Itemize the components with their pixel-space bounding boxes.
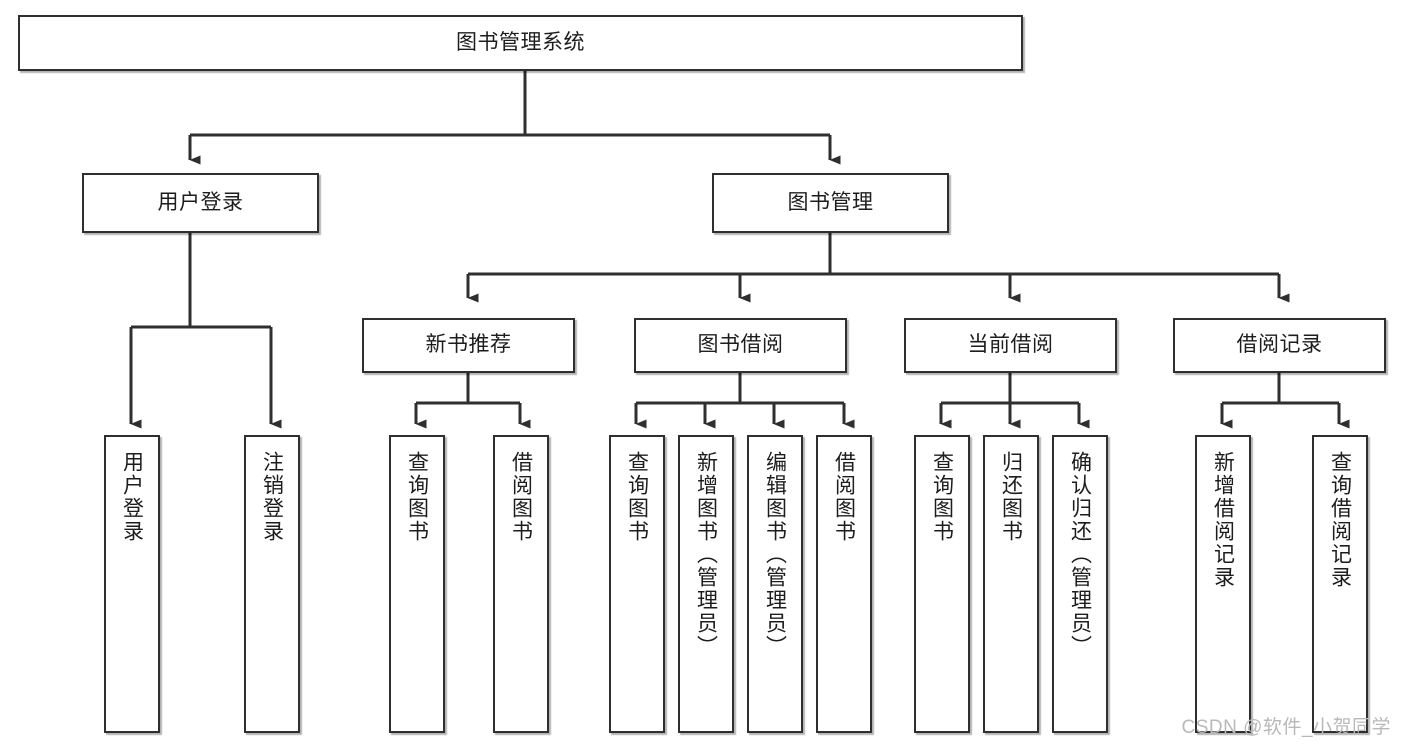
node-user-login-label: 用户登录 (157, 190, 244, 214)
node-leaf-user-login-label: 用户登录 (120, 451, 144, 543)
node-leaf-logout-label: 注销登录 (260, 451, 284, 543)
node-new-book-recommend-label: 新书推荐 (425, 333, 512, 357)
node-book-borrow[interactable]: 图书借阅 (634, 318, 847, 373)
node-leaf-borrow-book-2-label: 借阅图书 (832, 451, 856, 543)
node-new-book-recommend[interactable]: 新书推荐 (362, 318, 575, 373)
node-book-manage[interactable]: 图书管理 (712, 173, 949, 233)
node-leaf-query-book-2[interactable]: 查询图书 (609, 435, 665, 733)
node-root-label: 图书管理系统 (456, 30, 585, 54)
node-leaf-query-book-3-label: 查询图书 (930, 451, 954, 543)
node-leaf-user-login[interactable]: 用户登录 (104, 435, 160, 733)
node-leaf-confirm-return-label: 确认归还（管理员） (1068, 451, 1092, 658)
node-leaf-borrow-book-1-label: 借阅图书 (509, 451, 533, 543)
node-leaf-return-book[interactable]: 归还图书 (983, 435, 1039, 733)
node-leaf-logout[interactable]: 注销登录 (244, 435, 300, 733)
node-book-borrow-label: 图书借阅 (697, 333, 784, 357)
node-leaf-add-record-label: 新增借阅记录 (1211, 451, 1235, 589)
node-current-borrow[interactable]: 当前借阅 (904, 318, 1117, 373)
node-leaf-borrow-book-2[interactable]: 借阅图书 (816, 435, 872, 733)
node-user-login[interactable]: 用户登录 (82, 173, 319, 233)
node-leaf-edit-book[interactable]: 编辑图书（管理员） (747, 435, 803, 733)
node-leaf-add-record[interactable]: 新增借阅记录 (1195, 435, 1251, 733)
node-borrow-record[interactable]: 借阅记录 (1173, 318, 1386, 373)
node-leaf-add-book-label: 新增图书（管理员） (694, 451, 718, 658)
node-leaf-query-book-1-label: 查询图书 (405, 451, 429, 543)
node-book-manage-label: 图书管理 (787, 190, 874, 214)
csdn-watermark: CSDN @软件_小贺同学 (1181, 717, 1391, 738)
node-leaf-query-record-label: 查询借阅记录 (1328, 451, 1352, 589)
node-leaf-query-book-1[interactable]: 查询图书 (389, 435, 445, 733)
node-leaf-query-record[interactable]: 查询借阅记录 (1312, 435, 1368, 733)
node-leaf-return-book-label: 归还图书 (999, 451, 1023, 543)
node-leaf-query-book-3[interactable]: 查询图书 (914, 435, 970, 733)
node-root[interactable]: 图书管理系统 (18, 15, 1023, 71)
node-leaf-add-book[interactable]: 新增图书（管理员） (678, 435, 734, 733)
node-leaf-confirm-return[interactable]: 确认归还（管理员） (1052, 435, 1108, 733)
node-leaf-query-book-2-label: 查询图书 (625, 451, 649, 543)
node-borrow-record-label: 借阅记录 (1236, 333, 1323, 357)
node-leaf-edit-book-label: 编辑图书（管理员） (763, 451, 787, 658)
node-current-borrow-label: 当前借阅 (967, 333, 1054, 357)
node-leaf-borrow-book-1[interactable]: 借阅图书 (493, 435, 549, 733)
